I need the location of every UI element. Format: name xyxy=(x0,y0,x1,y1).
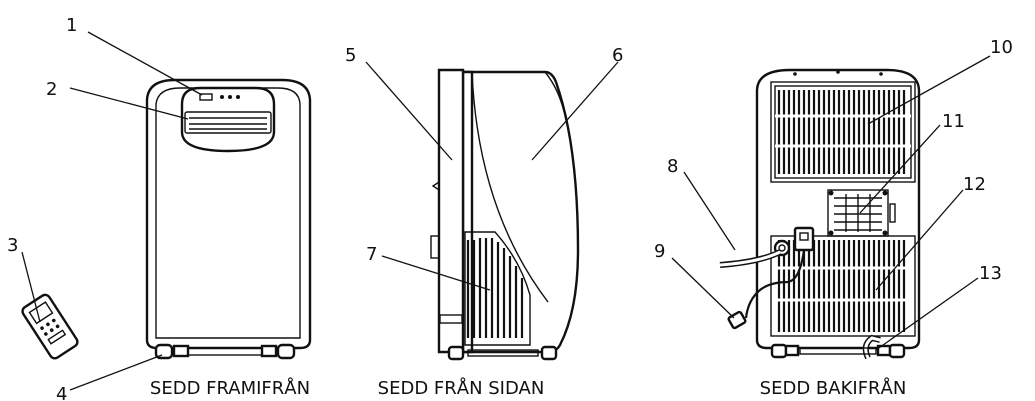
callout-13: 13 xyxy=(979,263,1002,284)
power-cord xyxy=(744,249,806,319)
leader-line-9 xyxy=(671,257,735,319)
leader-line-11 xyxy=(859,124,941,214)
callout-2: 2 xyxy=(46,79,57,100)
leader-line-13 xyxy=(875,277,979,351)
leader-line-8 xyxy=(683,171,736,251)
front-view-unit xyxy=(145,78,312,360)
leader-line-10 xyxy=(867,55,991,125)
side-air-inlet-grille xyxy=(464,231,531,346)
caption-front-view: SEDD FRAMIFRÅN xyxy=(150,377,310,399)
leader-lines xyxy=(21,31,991,391)
front-air-outlet xyxy=(184,111,272,134)
caption-side-view: SEDD FRÅN SIDAN xyxy=(378,377,545,399)
back-upper-filter xyxy=(770,81,916,183)
callout-7: 7 xyxy=(366,244,377,265)
leader-line-2 xyxy=(69,87,189,120)
callout-6: 6 xyxy=(612,45,623,66)
leader-line-12 xyxy=(875,189,964,291)
side-view-unit xyxy=(430,68,580,361)
front-caster-left xyxy=(154,343,190,360)
caption-back-view: SEDD BAKIFRÅN xyxy=(760,377,907,399)
back-view-unit xyxy=(719,68,921,360)
callout-11: 11 xyxy=(942,111,965,132)
leader-line-5 xyxy=(365,61,453,161)
callout-8: 8 xyxy=(667,156,678,177)
leader-line-4 xyxy=(69,354,163,391)
callout-12: 12 xyxy=(963,174,986,195)
callout-numbers: 1 2 3 4 5 6 7 8 9 10 11 12 13 xyxy=(7,15,1013,401)
leader-line-3 xyxy=(21,251,41,323)
remote-control xyxy=(21,293,79,360)
callout-5: 5 xyxy=(345,45,356,66)
front-caster-right xyxy=(260,343,296,360)
leader-line-7 xyxy=(381,255,491,291)
leader-line-6 xyxy=(531,61,619,161)
back-lower-filter xyxy=(770,235,916,337)
callout-10: 10 xyxy=(990,37,1013,58)
leader-line-1 xyxy=(87,31,203,96)
front-control-panel xyxy=(180,86,276,153)
callout-9: 9 xyxy=(654,241,665,262)
callout-3: 3 xyxy=(7,235,18,256)
power-cord-socket xyxy=(793,226,815,252)
callout-4: 4 xyxy=(56,384,67,401)
callout-1: 1 xyxy=(66,15,77,36)
view-captions: SEDD FRAMIFRÅN SEDD FRÅN SIDAN SEDD BAKI… xyxy=(150,377,906,399)
